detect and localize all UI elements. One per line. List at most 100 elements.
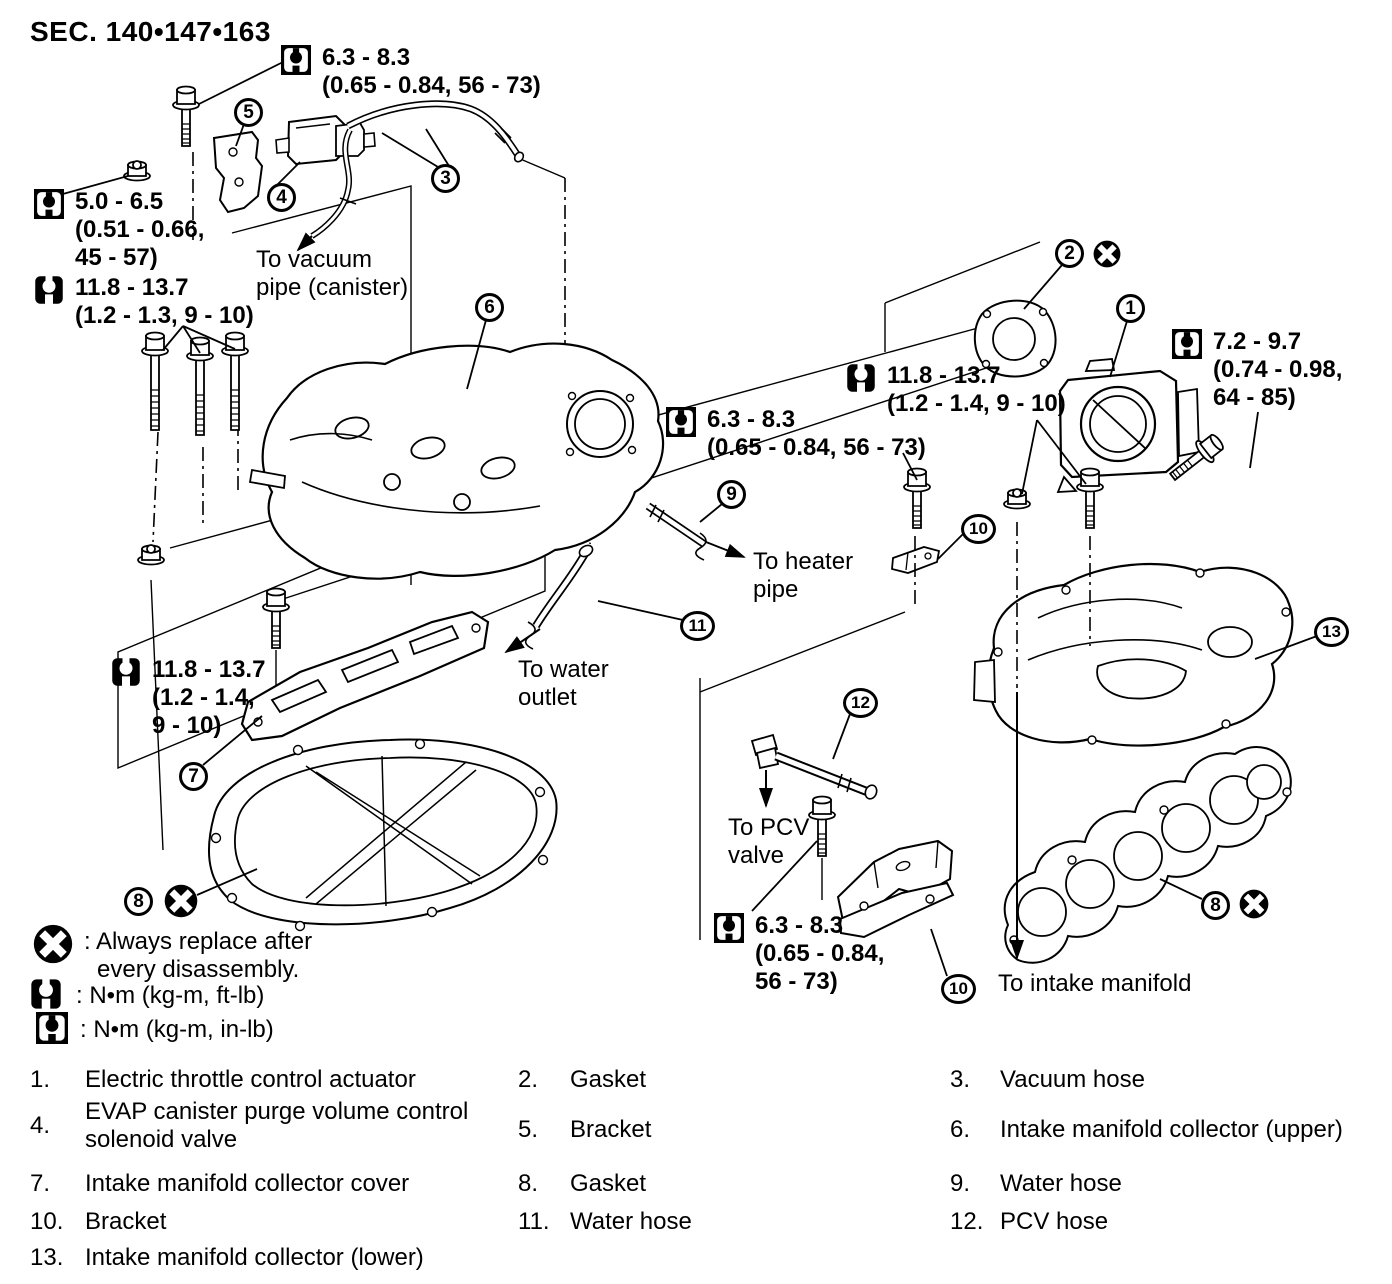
lower-gasket-drawing <box>1003 745 1292 964</box>
torque-value: (0.51 - 0.66, <box>75 216 205 243</box>
cover-gasket-drawing <box>207 738 558 932</box>
legend-replace-line2: every disassembly. <box>97 956 300 983</box>
label-line: outlet <box>518 684 577 711</box>
torque-value: (0.65 - 0.84, 56 - 73) <box>322 72 541 99</box>
callout-8-right: 8 <box>1201 891 1230 920</box>
torque-value: 45 - 57) <box>75 244 158 271</box>
callout-13: 13 <box>1314 617 1349 647</box>
replace-icon-legend <box>33 924 73 964</box>
callout-11: 11 <box>680 611 715 641</box>
torque-spec-mid: 11.8 - 13.7 (1.2 - 1.4, 9 - 10) <box>846 362 1066 418</box>
throttle-body-drawing <box>1056 358 1200 493</box>
replace-icon <box>164 884 198 918</box>
label-to-intake-manifold: To intake manifold <box>998 970 1191 998</box>
part-number: 3. <box>950 1066 971 1093</box>
label-to-water-outlet: To water outlet <box>518 656 609 712</box>
part-number: 8. <box>518 1170 539 1197</box>
part-number: 4. <box>30 1112 51 1139</box>
callout-10-bottom: 10 <box>941 974 976 1004</box>
torque-inlb-icon <box>34 189 64 219</box>
torque-ftlb-icon-legend <box>30 978 62 1010</box>
torque-spec-bolts-left: 11.8 - 13.7 (1.2 - 1.3, 9 - 10) <box>34 274 254 330</box>
label-line: To intake manifold <box>998 970 1192 997</box>
torque-value: 6.3 - 8.3 <box>755 912 844 939</box>
callout-4: 4 <box>267 183 296 212</box>
bracket10-mid-drawing <box>891 546 941 574</box>
part-number: 11. <box>518 1208 550 1235</box>
callout-9: 9 <box>717 480 746 509</box>
torque-value: 56 - 73) <box>755 968 838 995</box>
callout-8-left: 8 <box>124 887 153 916</box>
torque-value: (0.74 - 0.98, <box>1213 356 1343 383</box>
part-number: 7. <box>30 1170 51 1197</box>
part-name: Intake manifold collector (lower) <box>85 1244 424 1271</box>
lower-collector-drawing <box>973 562 1294 747</box>
callout-2: 2 <box>1055 239 1084 268</box>
vacuum-tube-drawing <box>296 128 357 252</box>
legend-replace-line1: : Always replace after <box>84 928 313 955</box>
torque-inlb-icon <box>281 45 311 75</box>
collector-cover-drawing <box>240 610 490 742</box>
pcv-hose-drawing <box>750 733 878 800</box>
torque-ftlb-icon <box>847 363 875 393</box>
page-title: SEC. 140•147•163 <box>30 16 271 47</box>
vacuum-hose-drawing <box>346 100 525 163</box>
part-name: Electric throttle control actuator <box>85 1066 416 1093</box>
part-number: 2. <box>518 1066 539 1093</box>
label-line: valve <box>728 842 785 869</box>
torque-spec-bottom: 6.3 - 8.3 (0.65 - 0.84, 56 - 73) <box>714 912 884 996</box>
torque-spec-nut: 5.0 - 6.5 (0.51 - 0.66, 45 - 57) <box>34 188 204 272</box>
torque-spec-top: 6.3 - 8.3 (0.65 - 0.84, 56 - 73) <box>281 44 541 100</box>
torque-ftlb-icon <box>112 657 140 687</box>
torque-spec-center: 6.3 - 8.3 (0.65 - 0.84, 56 - 73) <box>666 406 926 462</box>
torque-value: 5.0 - 6.5 <box>75 188 164 215</box>
part-name: Gasket <box>570 1066 647 1093</box>
torque-value: 11.8 - 13.7 <box>887 362 1001 389</box>
bracket5-drawing <box>212 130 264 214</box>
callout-7: 7 <box>179 762 208 791</box>
torque-ftlb-icon <box>35 275 63 305</box>
callout-10-mid: 10 <box>961 514 996 544</box>
part-number: 5. <box>518 1116 539 1143</box>
part-name: Vacuum hose <box>1000 1066 1145 1093</box>
torque-inlb-icon <box>1172 329 1202 359</box>
torque-value: 11.8 - 13.7 <box>152 656 266 683</box>
torque-inlb-icon <box>714 913 744 943</box>
torque-spec-right: 7.2 - 9.7 (0.74 - 0.98, 64 - 85) <box>1172 328 1342 412</box>
torque-value: (1.2 - 1.4, <box>152 684 255 711</box>
replace-icon <box>1239 889 1269 919</box>
part-name: Water hose <box>570 1208 692 1235</box>
torque-value: 9 - 10) <box>152 712 222 739</box>
label-to-heater-pipe: To heater pipe <box>753 548 853 604</box>
torque-spec-cover: 11.8 - 13.7 (1.2 - 1.4, 9 - 10) <box>111 656 265 740</box>
label-to-vacuum-pipe: To vacuum pipe (canister) <box>256 246 408 302</box>
callout-5: 5 <box>234 98 263 127</box>
part-name: EVAP canister purge volume control solen… <box>85 1098 469 1153</box>
torque-value: (1.2 - 1.4, 9 - 10) <box>887 390 1066 417</box>
replace-icon <box>1093 240 1121 268</box>
torque-value: (1.2 - 1.3, 9 - 10) <box>75 302 254 329</box>
callout-3: 3 <box>431 164 460 193</box>
bracket10-bottom-drawing <box>836 839 955 939</box>
label-line: To water <box>518 656 609 683</box>
leader-lines <box>51 61 1318 977</box>
torque-value: 64 - 85) <box>1213 384 1296 411</box>
part-number: 9. <box>950 1170 971 1197</box>
upper-collector-drawing <box>248 342 665 580</box>
label-line: To PCV <box>728 814 810 841</box>
legend-inlb-label: : N•m (kg-m, in-lb) <box>80 1016 274 1043</box>
part-number: 6. <box>950 1116 971 1143</box>
torque-value: 6.3 - 8.3 <box>707 406 796 433</box>
label-line: pipe (canister) <box>256 274 409 301</box>
torque-inlb-icon <box>666 407 696 437</box>
part-name: Bracket <box>85 1208 167 1235</box>
part-number: 13. <box>30 1244 64 1271</box>
label-to-pcv-valve: To PCV valve <box>728 814 809 870</box>
part-name: Gasket <box>570 1170 647 1197</box>
torque-value: 7.2 - 9.7 <box>1213 328 1302 355</box>
legend-ftlb-label: : N•m (kg-m, ft-lb) <box>76 982 265 1009</box>
part-name: Water hose <box>1000 1170 1122 1197</box>
callout-12: 12 <box>843 688 878 718</box>
part-number: 12. <box>950 1208 984 1235</box>
